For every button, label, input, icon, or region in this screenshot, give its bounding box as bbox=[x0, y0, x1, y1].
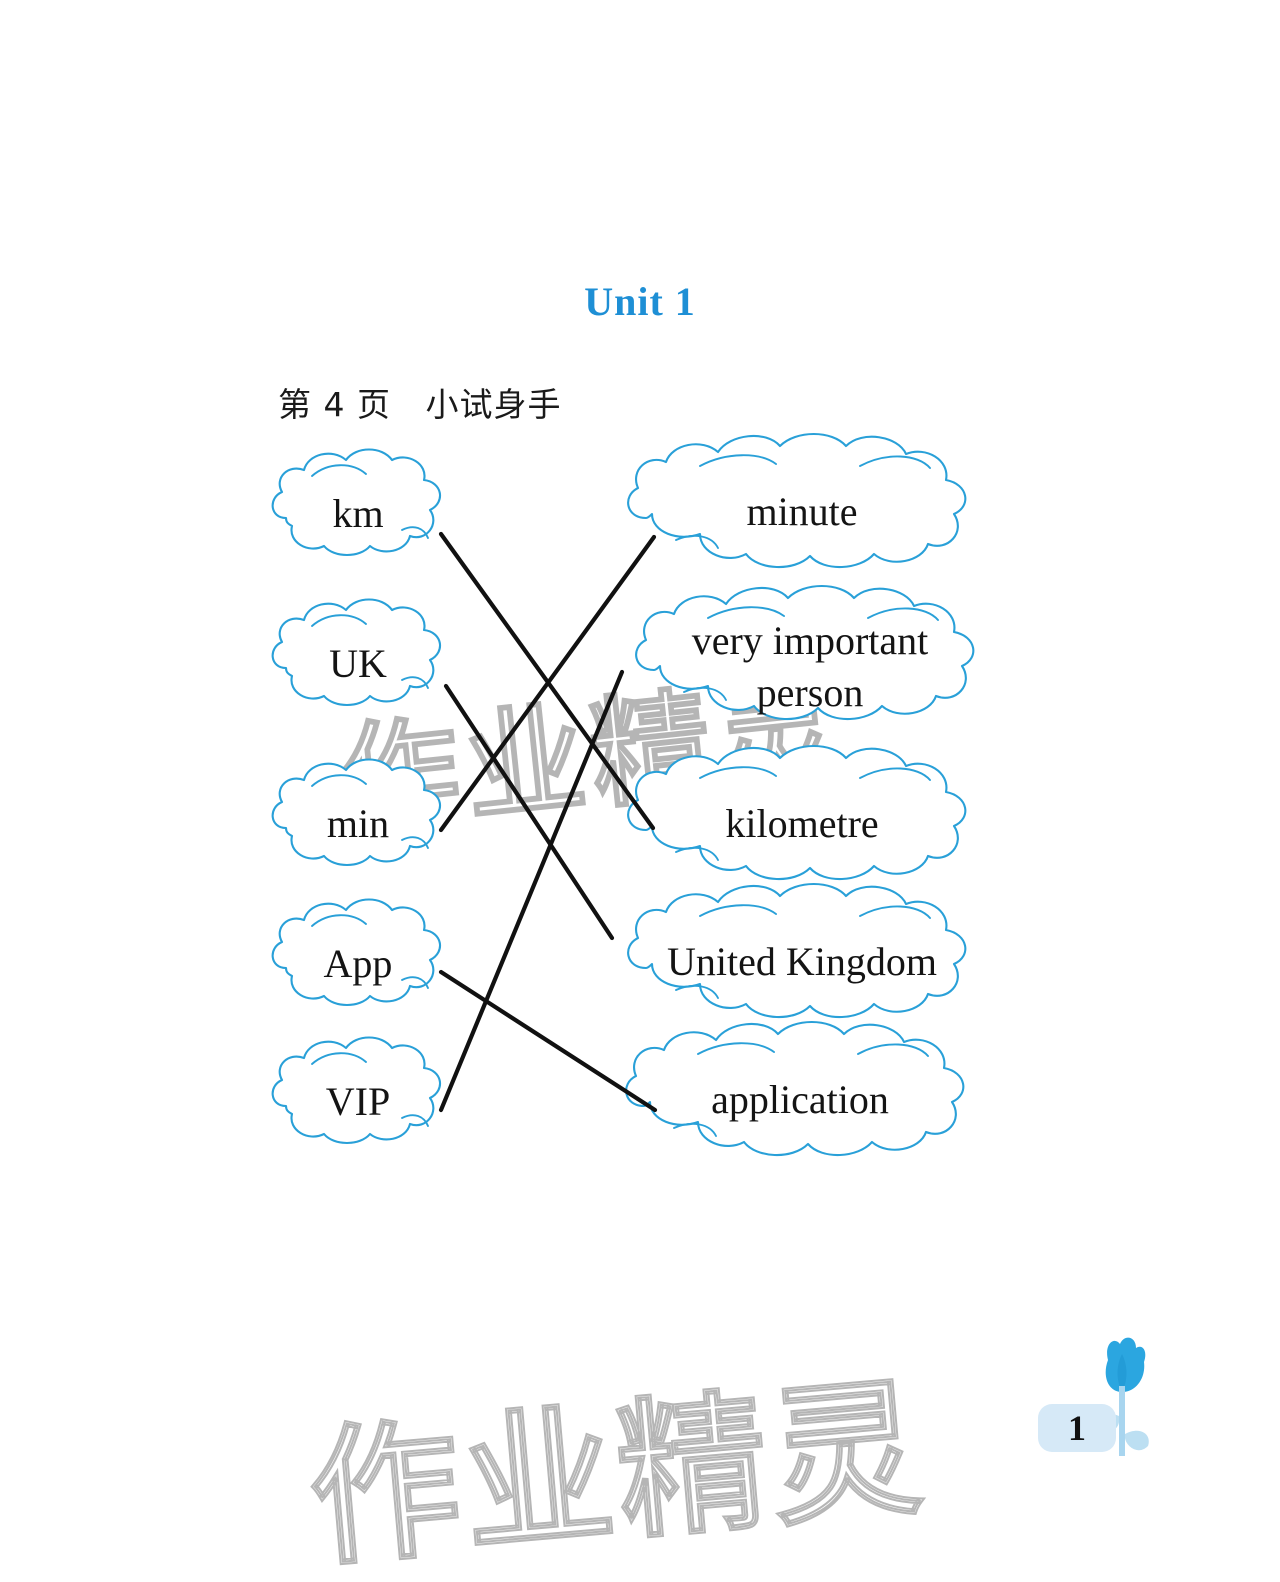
page-number-chip bbox=[1038, 1404, 1116, 1452]
right-cloud-minute[interactable]: minute bbox=[627, 432, 967, 569]
match-line-vip-person[interactable] bbox=[438, 669, 625, 1113]
right-cloud-application[interactable]: application bbox=[625, 1020, 965, 1157]
left-cloud-app[interactable]: App bbox=[271, 898, 442, 1007]
left-cloud-label: min bbox=[327, 801, 389, 846]
page-title: Unit 1 bbox=[584, 279, 696, 324]
right-cloud-united-kingdom[interactable]: United Kingdom bbox=[627, 882, 967, 1019]
match-line-app-application[interactable] bbox=[438, 969, 658, 1113]
match-line-uk-united-kingdom[interactable] bbox=[443, 683, 615, 941]
right-cloud-very-important-person[interactable]: very important person bbox=[635, 584, 975, 721]
left-cloud-label: km bbox=[332, 491, 383, 536]
right-cloud-kilometre[interactable]: kilometre bbox=[627, 744, 967, 881]
right-cloud-label-line1: very important bbox=[692, 618, 929, 663]
tulip-flower-icon bbox=[1098, 1337, 1149, 1456]
right-cloud-label: minute bbox=[746, 489, 857, 534]
left-cloud-label: VIP bbox=[326, 1079, 390, 1124]
section-heading: 第 4 页 小试身手 bbox=[278, 385, 562, 424]
left-cloud-uk[interactable]: UK bbox=[271, 598, 442, 707]
page-footer: 1 bbox=[1030, 1330, 1190, 1470]
left-cloud-km[interactable]: km bbox=[271, 448, 442, 557]
right-cloud-label-line2: person bbox=[757, 670, 864, 715]
page-number: 1 bbox=[1068, 1408, 1086, 1448]
left-cloud-min[interactable]: min bbox=[271, 758, 442, 867]
match-line-min-minute[interactable] bbox=[438, 534, 657, 833]
left-cloud-label: UK bbox=[329, 641, 387, 686]
right-cloud-label: United Kingdom bbox=[667, 939, 937, 984]
right-cloud-label: application bbox=[711, 1077, 889, 1122]
left-cloud-vip[interactable]: VIP bbox=[271, 1036, 442, 1145]
right-cloud-label: kilometre bbox=[725, 801, 878, 846]
left-cloud-label: App bbox=[324, 941, 393, 986]
